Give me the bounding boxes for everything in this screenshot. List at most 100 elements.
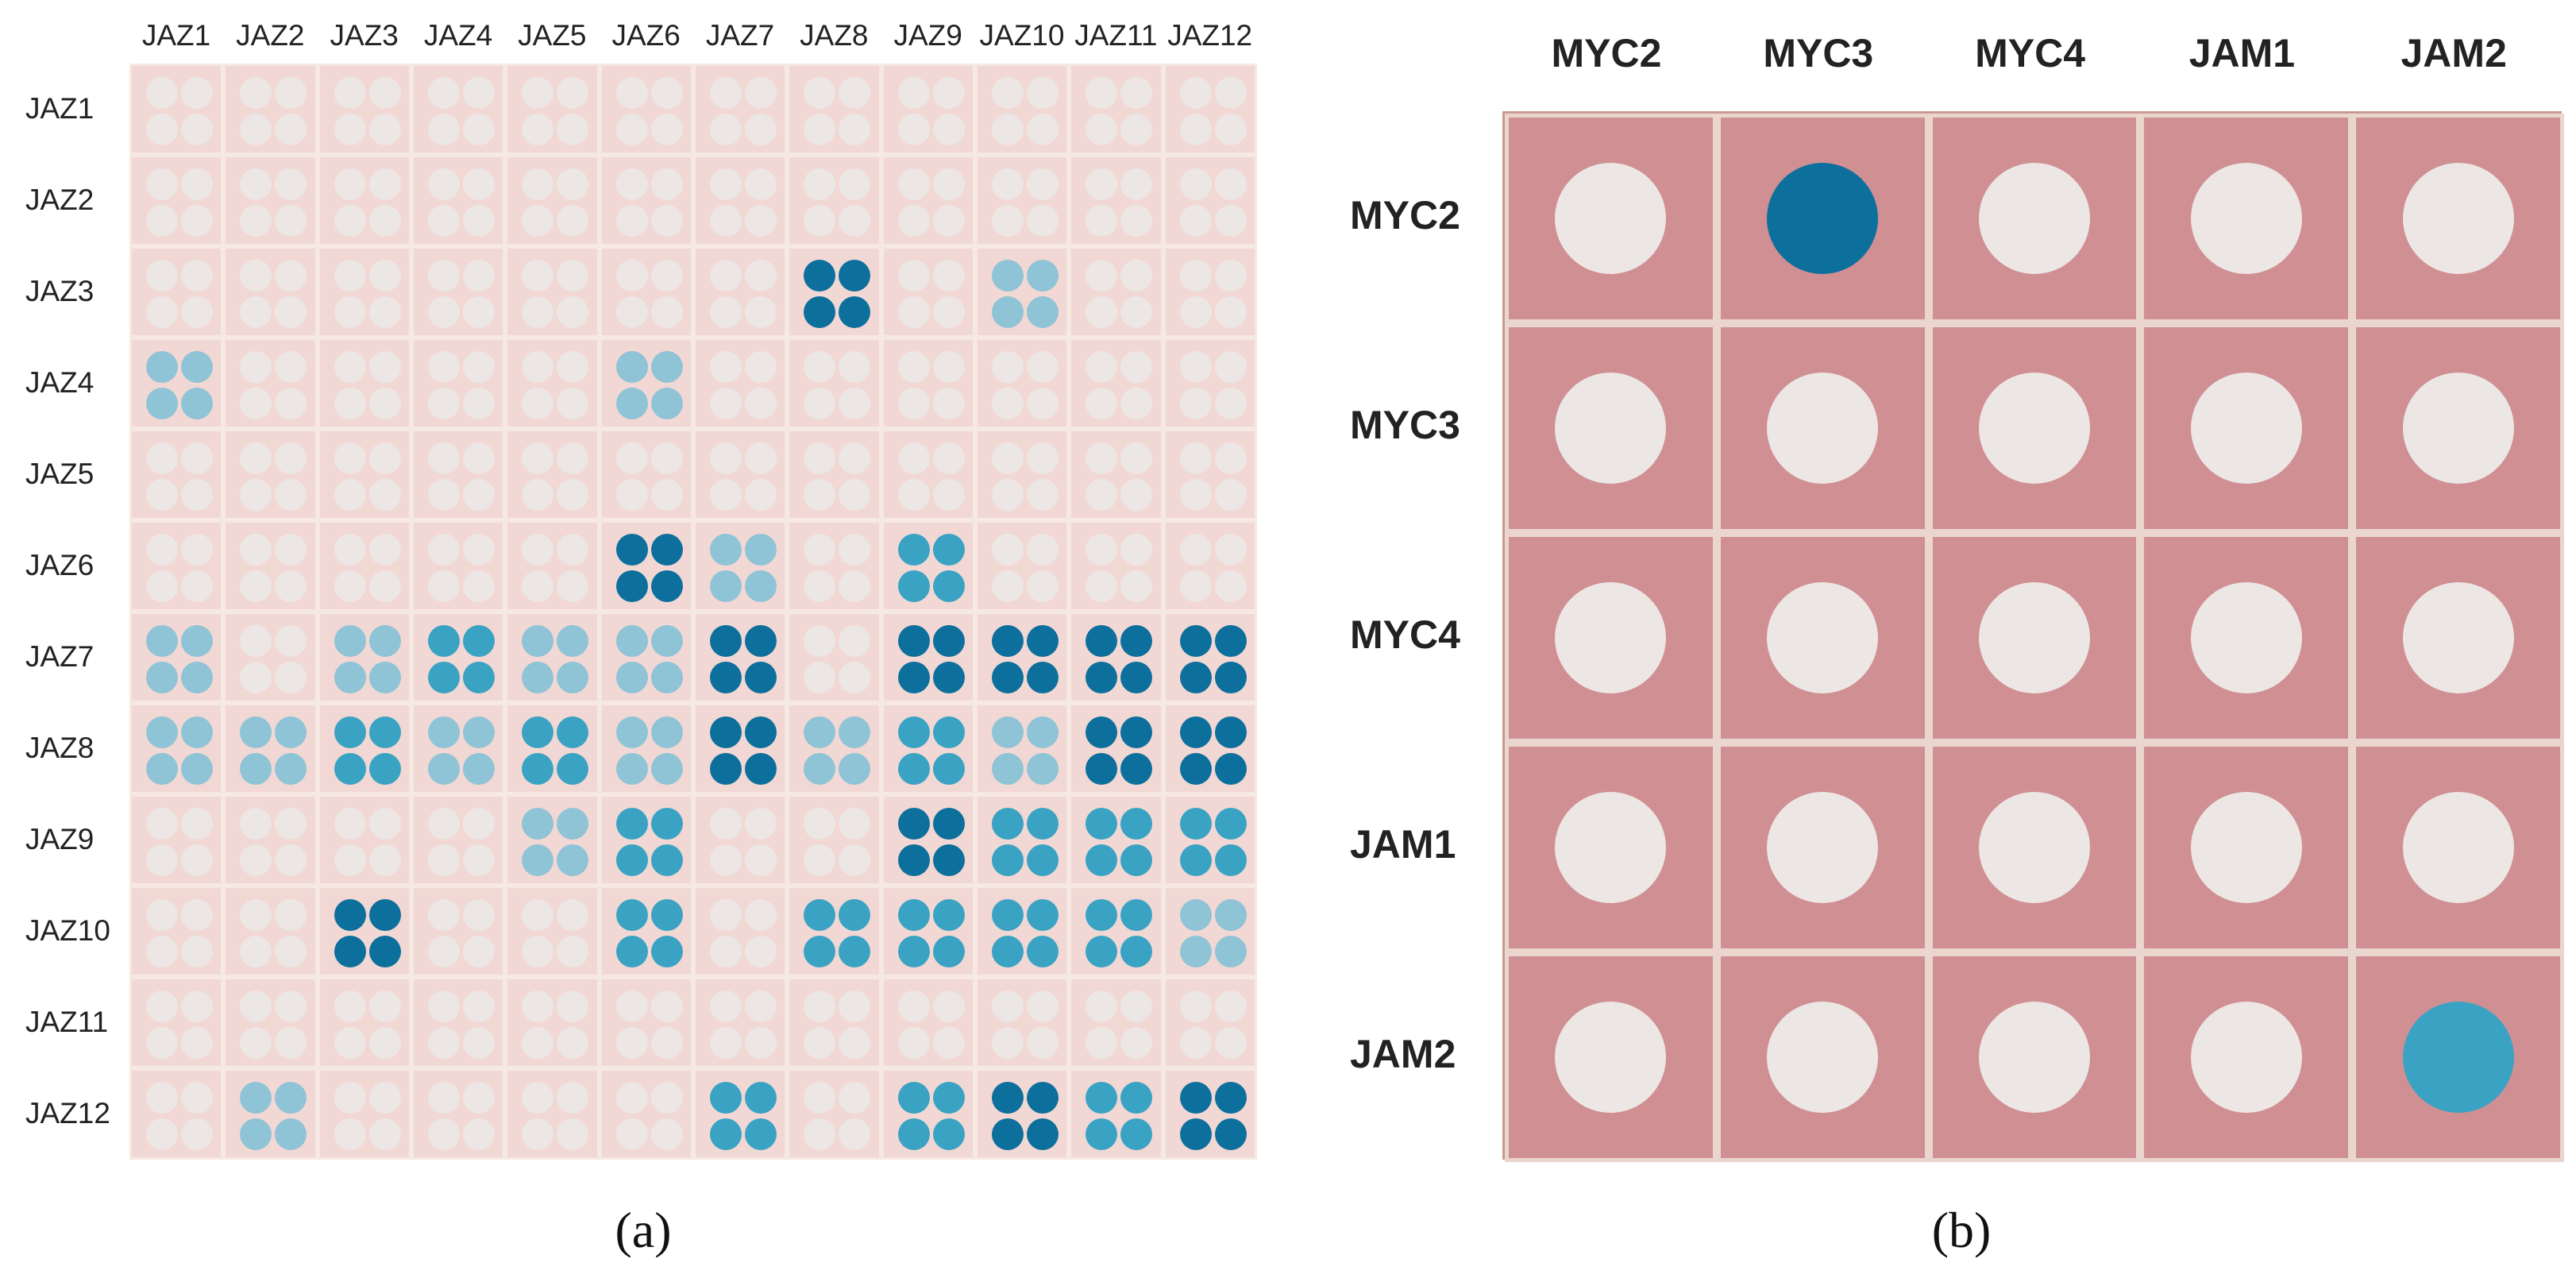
colony-spot (334, 296, 366, 328)
colony-cell (2140, 743, 2353, 952)
colony-cell (1928, 114, 2141, 323)
colony-spot (275, 753, 307, 785)
colony-spot (1027, 625, 1059, 657)
colony-cell (1505, 952, 1717, 1162)
colony-cell (1928, 952, 2141, 1162)
colony-spot (463, 296, 495, 328)
colony-cell (975, 1068, 1070, 1160)
colony-cell (1069, 246, 1163, 338)
colony-spot (146, 990, 178, 1022)
colony-spot (932, 625, 965, 657)
colony-cell (317, 429, 411, 520)
colony-spot (1179, 625, 1212, 657)
colony-spot (615, 205, 648, 237)
colony-spot (615, 351, 648, 383)
col-label-jaz7: JAZ7 (705, 19, 775, 52)
colony-spot (1214, 77, 1247, 109)
colony-spot (275, 77, 307, 109)
colony-spot (839, 899, 871, 931)
colony-spot (839, 1082, 871, 1114)
colony-spot (522, 442, 554, 474)
colony-spot (1120, 753, 1153, 785)
colony-cell (693, 703, 788, 794)
colony-cell (411, 338, 506, 429)
colony-spot (557, 442, 589, 474)
colony-cell (787, 429, 881, 520)
colony-spot (275, 625, 307, 657)
colony-spot (522, 77, 554, 109)
colony-spot (745, 260, 777, 292)
colony-spot (428, 534, 460, 566)
colony-spot (839, 1027, 871, 1059)
colony-spot (334, 844, 366, 876)
colony-spot (368, 77, 401, 109)
colony-spot (1767, 1002, 1879, 1113)
colony-cell (1505, 323, 1717, 533)
colony-spot (1027, 442, 1059, 474)
colony-spot (745, 808, 777, 840)
colony-spot (1214, 990, 1247, 1022)
colony-spot (181, 260, 213, 292)
colony-cell (129, 338, 224, 429)
colony-cell (881, 612, 975, 703)
colony-cell (129, 703, 224, 794)
colony-spot (1179, 844, 1212, 876)
colony-spot (1120, 388, 1153, 419)
colony-spot (710, 1082, 742, 1114)
colony-spot (275, 570, 307, 602)
row-label-jaz3: JAZ3 (25, 274, 94, 307)
colony-cell (599, 794, 693, 886)
colony-spot (181, 1118, 213, 1150)
colony-spot (146, 1027, 178, 1059)
colony-spot (804, 808, 836, 840)
colony-spot (897, 1118, 930, 1150)
colony-spot (1120, 205, 1153, 237)
colony-spot (275, 990, 307, 1022)
colony-spot (557, 844, 589, 876)
colony-spot (839, 570, 871, 602)
colony-spot (804, 570, 836, 602)
colony-cell (599, 1068, 693, 1160)
colony-cell (2352, 323, 2564, 533)
colony-cell (975, 246, 1070, 338)
colony-cell (1163, 794, 1257, 886)
colony-spot (839, 260, 871, 292)
colony-spot (181, 351, 213, 383)
colony-spot (1978, 373, 2090, 484)
colony-spot (557, 753, 589, 785)
col-label-jaz8: JAZ8 (800, 19, 869, 52)
colony-spot (615, 534, 648, 566)
colony-spot (932, 351, 965, 383)
colony-spot (1179, 351, 1212, 383)
colony-cell (505, 338, 600, 429)
colony-spot (992, 570, 1024, 602)
colony-spot (275, 899, 307, 931)
plate-a (129, 64, 1257, 1160)
colony-spot (1179, 808, 1212, 840)
colony-spot (1214, 205, 1247, 237)
colony-spot (463, 570, 495, 602)
colony-spot (615, 899, 648, 931)
colony-cell (599, 520, 693, 612)
colony-cell (317, 886, 411, 977)
colony-spot (1086, 899, 1118, 931)
colony-spot (1086, 570, 1118, 602)
colony-cell (975, 703, 1070, 794)
colony-spot (992, 534, 1024, 566)
colony-spot (334, 808, 366, 840)
colony-spot (275, 534, 307, 566)
colony-spot (240, 296, 272, 328)
colony-cell (411, 977, 506, 1068)
colony-spot (650, 479, 683, 511)
colony-spot (1027, 662, 1059, 693)
colony-spot (992, 990, 1024, 1022)
col-label-jaz6: JAZ6 (611, 19, 681, 52)
colony-cell (505, 794, 600, 886)
colony-spot (146, 662, 178, 693)
colony-cell (693, 1068, 788, 1160)
col-label-jam1: JAM1 (2188, 31, 2296, 75)
colony-spot (932, 808, 965, 840)
colony-cell (693, 977, 788, 1068)
colony-spot (897, 168, 930, 200)
colony-spot (650, 77, 683, 109)
